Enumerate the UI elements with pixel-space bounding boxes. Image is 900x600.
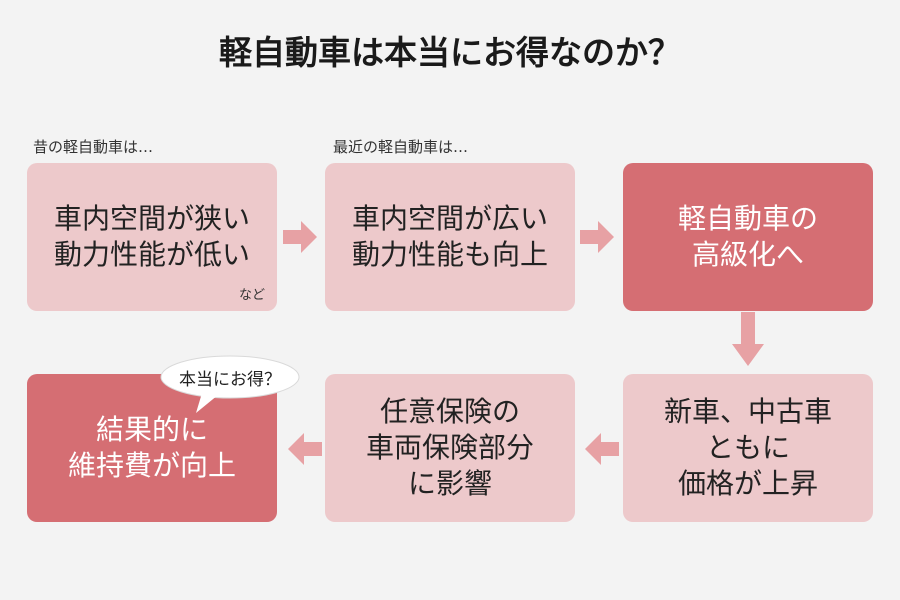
arrow-left-1 [288, 433, 322, 465]
speech-bubble-shape [160, 355, 300, 413]
caption-recent-kei: 最近の軽自動車は… [333, 138, 469, 156]
box-insurance-line-2: 車両保険部分 [365, 431, 534, 464]
arrow-right-2 [580, 221, 614, 253]
diagram-title: 軽自動車は本当にお得なのか？ [219, 33, 681, 72]
caption-old-kei: 昔の軽自動車は… [33, 138, 154, 156]
arrow-down [732, 312, 764, 366]
box-old-line-1: 車内空間が狭い [53, 202, 250, 235]
box-price-line-1: 新車、中古車 [663, 395, 832, 428]
box-insurance-impact: 任意保険の 車両保険部分 に影響 [325, 374, 575, 522]
box-insurance-line-3: に影響 [407, 467, 492, 500]
speech-bubble-text: 本当にお得？ [179, 369, 281, 390]
box-price-rise: 新車、中古車 ともに 価格が上昇 [623, 374, 873, 522]
box-insurance-line-1: 任意保険の [379, 395, 520, 428]
box-result-line-1: 結果的に [95, 413, 208, 446]
box-result-line-2: 維持費が向上 [67, 449, 236, 482]
box-recent-kei-improvements: 車内空間が広い 動力性能も向上 [325, 163, 575, 311]
box-price-line-3: 価格が上昇 [677, 467, 818, 500]
arrow-left-2 [585, 433, 619, 465]
box-luxury-line-1: 軽自動車の [677, 202, 818, 235]
speech-bubble: 本当にお得？ [160, 355, 300, 415]
box-recent-line-1: 車内空間が広い [351, 202, 548, 235]
box-kei-luxury: 軽自動車の 高級化へ [623, 163, 873, 311]
box-price-line-2: ともに [705, 431, 790, 464]
box-old-note: など [238, 288, 265, 303]
box-maintenance-cost: 結果的に 維持費が向上 [27, 374, 277, 522]
box-luxury-line-2: 高級化へ [691, 238, 804, 271]
box-old-line-2: 動力性能が低い [53, 238, 250, 271]
arrow-right-1 [283, 221, 317, 253]
box-recent-line-2: 動力性能も向上 [351, 238, 548, 271]
box-old-kei-drawbacks: 車内空間が狭い 動力性能が低い など [27, 163, 277, 311]
